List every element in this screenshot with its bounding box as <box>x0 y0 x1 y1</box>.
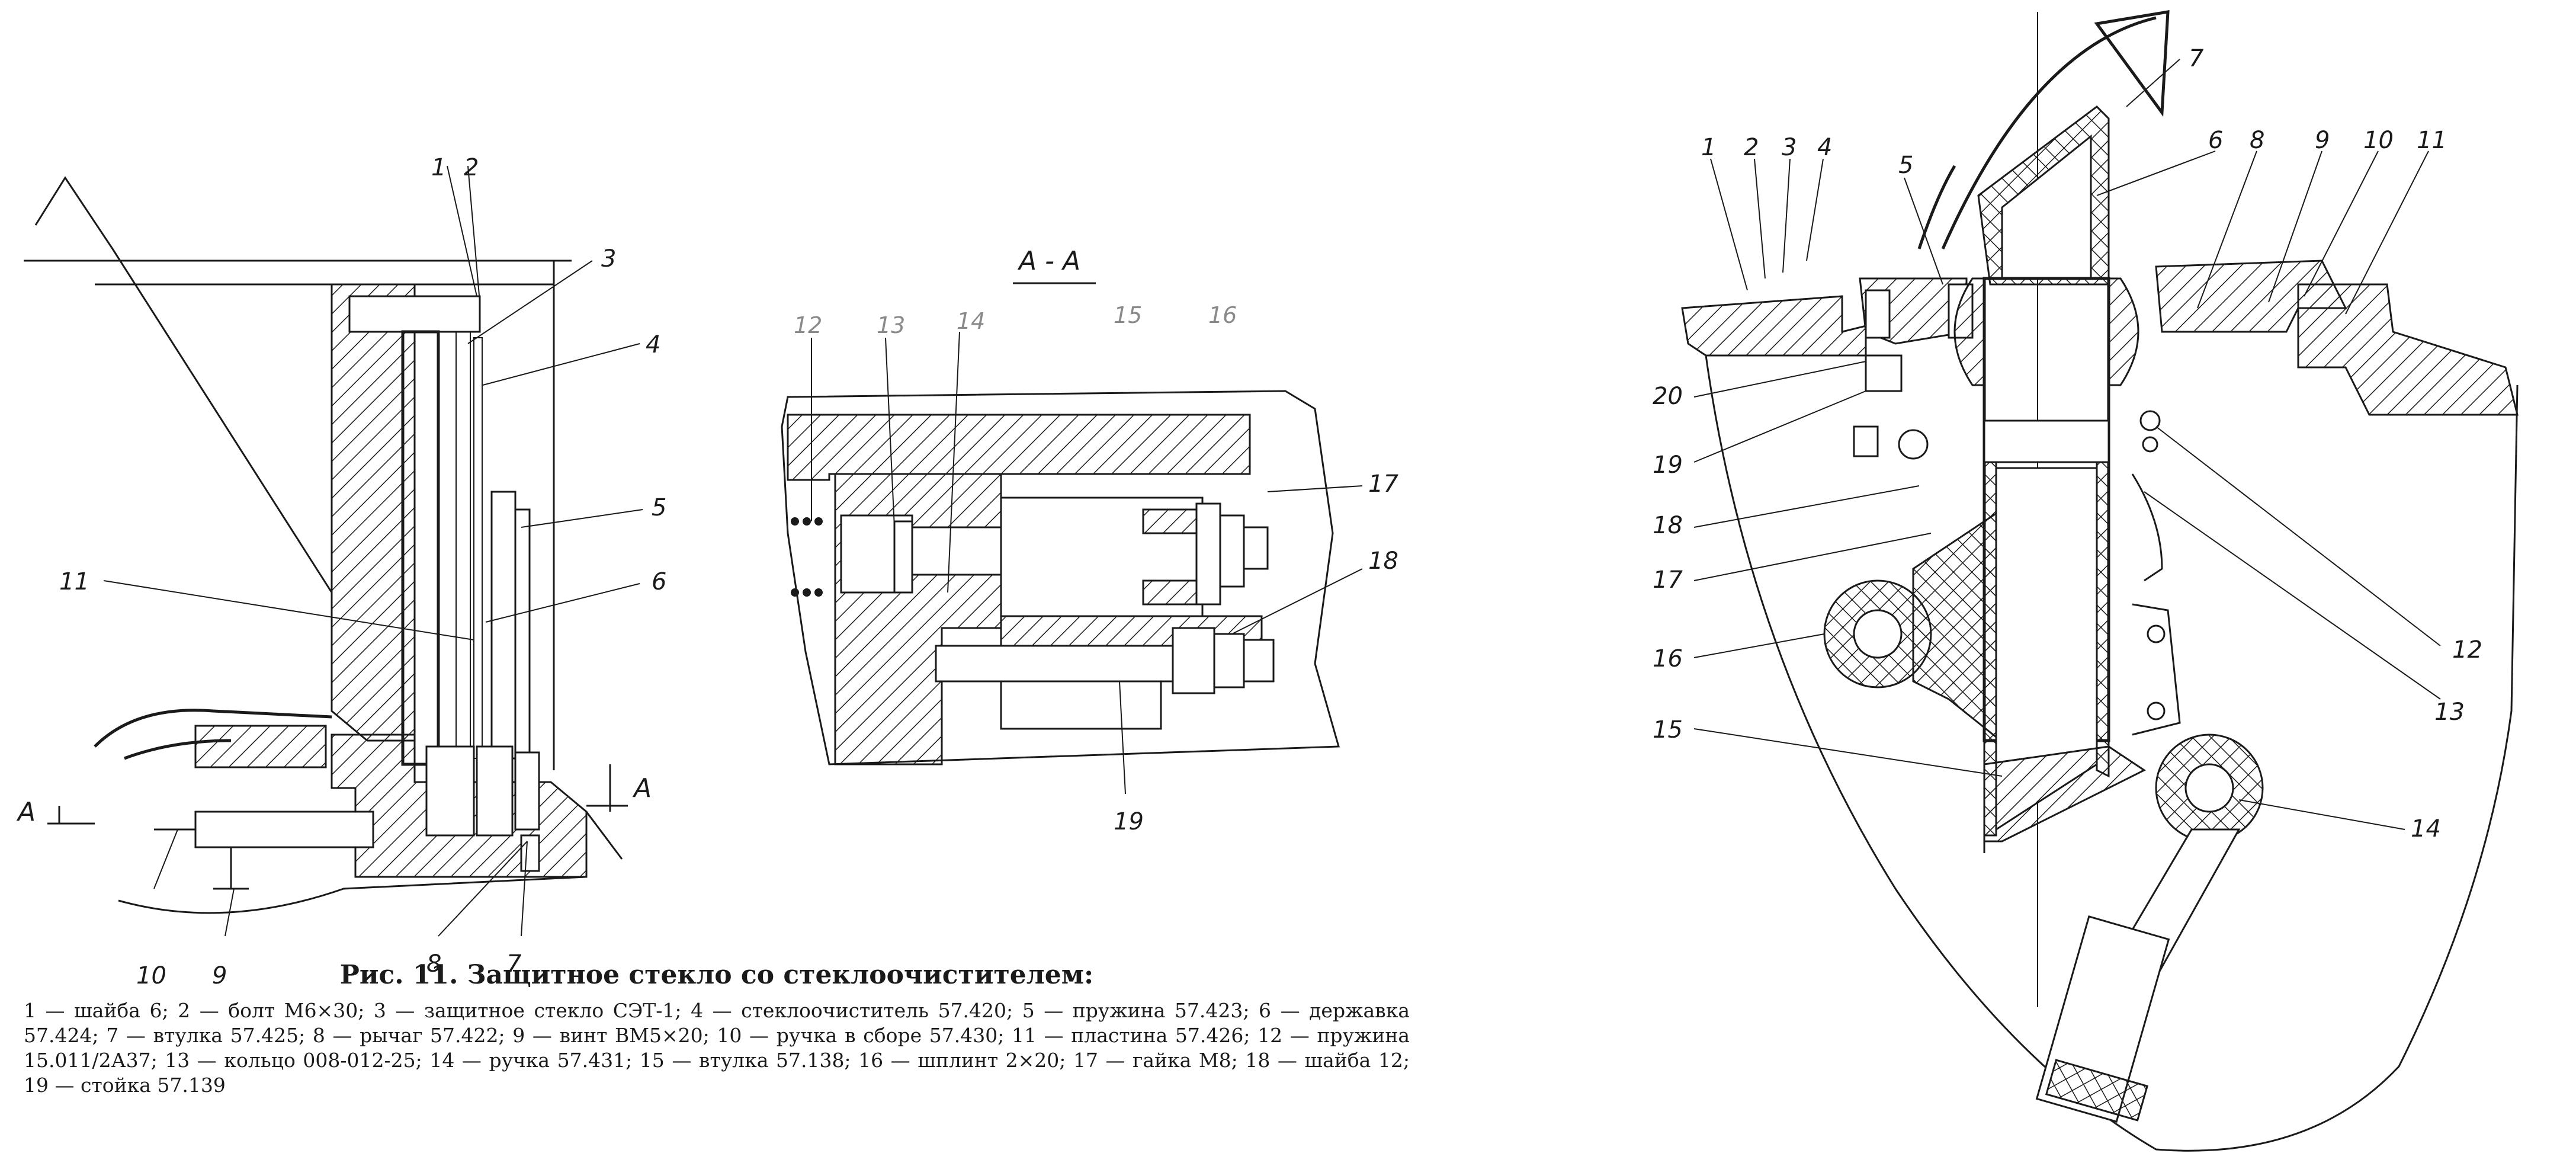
section-view-assembly: А - А <box>781 246 1363 795</box>
section-mark-right: А <box>632 773 652 803</box>
section-view-labels: 12 13 14 15 16 17 18 19 <box>794 302 1398 835</box>
left-label-3: 3 <box>601 245 616 273</box>
right-label-8: 8 <box>2250 127 2264 154</box>
left-view-assembly <box>24 165 643 937</box>
section-label-16: 16 <box>1208 302 1237 328</box>
right-label-1: 1 <box>1701 134 1716 161</box>
left-view-labels: 1 2 3 4 5 6 11 10 9 8 7 А А <box>16 154 666 989</box>
right-label-13: 13 <box>2434 699 2465 726</box>
left-label-8: 8 <box>426 950 441 978</box>
right-label-20: 20 <box>1653 383 1683 410</box>
section-label-13: 13 <box>877 312 905 338</box>
figure-caption: Рис. 11. Защитное стекло со стеклоочисти… <box>24 960 1410 1098</box>
left-label-11: 11 <box>59 568 89 595</box>
right-label-11: 11 <box>2417 127 2447 154</box>
right-label-12: 12 <box>2452 636 2482 664</box>
section-label-14: 14 <box>957 308 985 334</box>
section-label-12: 12 <box>794 312 822 338</box>
right-label-5: 5 <box>1898 152 1913 179</box>
section-label-18: 18 <box>1368 547 1398 575</box>
section-label-15: 15 <box>1114 302 1142 328</box>
caption-title: Рис. 11. Защитное стекло со стеклоочисти… <box>339 960 1094 990</box>
right-label-4: 4 <box>1817 134 1832 161</box>
right-label-17: 17 <box>1653 566 1683 594</box>
left-label-9: 9 <box>212 962 227 989</box>
right-label-14: 14 <box>2411 815 2441 843</box>
left-label-1: 1 <box>431 154 446 181</box>
right-label-10: 10 <box>2363 127 2394 154</box>
caption-legend: 1 — шайба 6; 2 — болт М6×30; 3 — защитно… <box>24 999 1410 1097</box>
right-view-assembly <box>1681 10 2519 1152</box>
left-label-10: 10 <box>136 962 166 989</box>
right-view-labels: 1 2 3 4 5 7 6 8 9 10 11 20 19 18 17 16 1… <box>1653 45 2482 843</box>
right-label-3: 3 <box>1782 134 1797 161</box>
right-label-16: 16 <box>1653 645 1683 672</box>
right-label-15: 15 <box>1653 716 1683 744</box>
left-label-5: 5 <box>652 494 666 521</box>
right-label-9: 9 <box>2315 127 2330 154</box>
right-label-18: 18 <box>1653 512 1683 539</box>
right-label-7: 7 <box>2189 45 2204 72</box>
left-label-7: 7 <box>506 950 522 978</box>
left-label-4: 4 <box>646 331 660 358</box>
section-mark-left: А <box>16 797 36 827</box>
right-label-2: 2 <box>1744 134 1759 161</box>
right-label-6: 6 <box>2208 127 2223 154</box>
section-title: А - А <box>1017 246 1080 276</box>
left-label-2: 2 <box>464 154 479 181</box>
left-label-6: 6 <box>652 568 666 595</box>
section-label-17: 17 <box>1368 470 1398 498</box>
right-label-19: 19 <box>1653 451 1683 479</box>
section-label-19: 19 <box>1114 808 1144 835</box>
